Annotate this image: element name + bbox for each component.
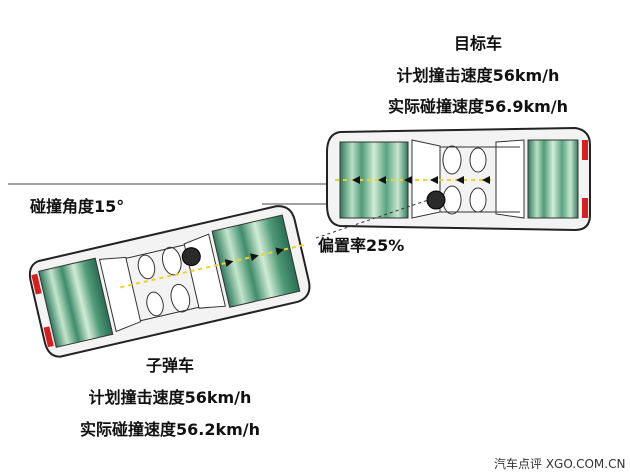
bullet-car-front-section: [211, 214, 301, 308]
bullet-car-seat: [146, 291, 164, 317]
bullet-car: [28, 205, 311, 358]
target-car: [326, 126, 591, 232]
target-car-tail-light: [582, 140, 588, 160]
target-car-planned-speed: 计划撞击速度56km/h: [396, 66, 560, 85]
bullet-car-actual-speed: 实际碰撞速度56.2km/h: [79, 420, 261, 439]
target-car-steering-wheel: [426, 190, 446, 210]
target-car-direction-arrows: [352, 176, 490, 184]
target-car-seat: [442, 185, 462, 215]
bullet-car-rear-window: [98, 256, 142, 333]
bullet-car-seat: [137, 254, 156, 280]
bullet-car-direction-arrows: [224, 247, 285, 267]
bullet-car-title: 子弹车: [145, 356, 194, 375]
bullet-car-frame-line: [140, 306, 199, 322]
target-car-actual-speed: 实际碰撞速度56.9km/h: [387, 97, 569, 116]
target-car-seat: [469, 187, 487, 213]
bullet-car-frame-line: [125, 244, 185, 259]
watermark: 汽车点评 XGO.COM.CN: [494, 457, 626, 471]
target-car-rear-window: [495, 139, 525, 219]
target-car-rear-section: [527, 139, 579, 219]
offset-pointer: [315, 195, 441, 239]
collision-angle-label: 碰撞角度15°: [30, 197, 125, 216]
target-car-tail-light: [582, 198, 588, 218]
bullet-car-rear-section: [38, 257, 114, 348]
target-car-seat: [469, 147, 487, 173]
bullet-car-steering-wheel: [181, 247, 201, 267]
target-car-title: 目标车: [453, 34, 502, 53]
target-car-seat: [442, 145, 462, 175]
offset-rate-label: 偏置率25%: [318, 236, 405, 255]
bullet-car-planned-speed: 计划撞击速度56km/h: [88, 388, 252, 407]
bullet-car-tail-light: [43, 326, 54, 348]
target-car-front-section: [339, 141, 409, 219]
bullet-car-tail-light: [31, 273, 42, 295]
bullet-car-seat: [170, 283, 191, 313]
